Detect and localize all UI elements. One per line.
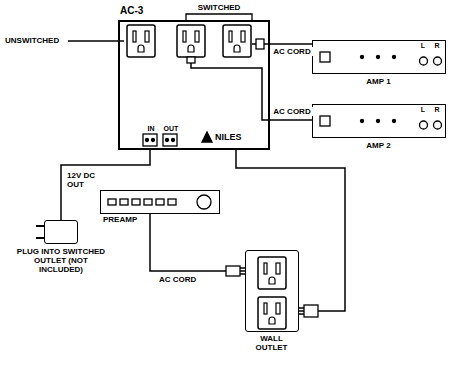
- power-cord: [150, 214, 245, 271]
- jack: [163, 134, 177, 146]
- cord-stub: [191, 58, 268, 120]
- adapter-note: PLUG INTO SWITCHED OUTLET (NOT INCLUDED): [12, 247, 110, 275]
- jack-pin: [172, 139, 175, 142]
- power-cord: [270, 43, 312, 45]
- logo-mark: [202, 132, 212, 142]
- jack-pin: [146, 139, 149, 142]
- plug: [304, 305, 318, 317]
- device-name: WALL OUTLET: [245, 334, 299, 352]
- channel-label: L: [418, 106, 428, 114]
- led: [361, 56, 364, 59]
- jack-label: IN: [141, 125, 161, 133]
- cord-label: AC CORD: [270, 107, 314, 116]
- led: [377, 120, 380, 123]
- led: [393, 56, 396, 59]
- channel-label: R: [432, 106, 442, 114]
- channel-label: R: [432, 42, 442, 50]
- led: [361, 120, 364, 123]
- power-adapter: PLUG INTO SWITCHED OUTLET (NOT INCLUDED): [44, 220, 78, 244]
- terminal: [434, 57, 442, 65]
- power-cord: [270, 119, 312, 121]
- led: [393, 120, 396, 123]
- cord-label: AC CORD: [158, 275, 210, 284]
- terminal: [434, 121, 442, 129]
- amplifier-box: AMP 1LR: [312, 40, 446, 74]
- wall-socket: [258, 297, 286, 329]
- controller-box: AC-3INOUTNILES: [118, 20, 270, 150]
- device-name: PREAMP: [103, 215, 163, 224]
- switched-outlet: [223, 25, 251, 57]
- led: [377, 56, 380, 59]
- terminal: [420, 57, 428, 65]
- adapter-prongs: [36, 226, 44, 238]
- plug: [256, 39, 264, 49]
- wall-outlet: WALL OUTLET: [245, 250, 299, 332]
- jack-label: OUT: [161, 125, 181, 133]
- cord-label: AC CORD: [270, 47, 314, 56]
- device-name: AMP 2: [313, 141, 444, 150]
- preamp-button: [156, 199, 164, 205]
- preamp-box: PREAMP: [100, 190, 220, 214]
- unswitched-outlet: [127, 25, 155, 57]
- power-button: [320, 116, 330, 126]
- jack: [143, 134, 157, 146]
- brand-logo: NILES: [215, 132, 259, 142]
- preamp-button: [132, 199, 140, 205]
- channel-label: L: [418, 42, 428, 50]
- power-cord: [61, 150, 150, 220]
- device-name: AC-3: [120, 5, 180, 17]
- preamp-button: [120, 199, 128, 205]
- jack-pin: [166, 139, 169, 142]
- terminal: [420, 121, 428, 129]
- amplifier-box: AMP 2LR: [312, 104, 446, 138]
- power-button: [320, 52, 330, 62]
- outlet-label: UNSWITCHED: [4, 36, 68, 45]
- preamp-button: [108, 199, 116, 205]
- group-label: SWITCHED: [187, 3, 251, 12]
- power-cord: [236, 150, 345, 311]
- device-name: AMP 1: [313, 77, 444, 86]
- preamp-button: [144, 199, 152, 205]
- jack-pin: [152, 139, 155, 142]
- wall-socket: [258, 257, 286, 289]
- plug: [187, 57, 195, 63]
- leader-line: [68, 40, 124, 41]
- preamp-knob: [197, 195, 211, 209]
- preamp-button: [168, 199, 176, 205]
- plug: [226, 266, 240, 276]
- switched-outlet: [177, 25, 205, 57]
- cord-label: 12V DC OUT: [66, 171, 108, 189]
